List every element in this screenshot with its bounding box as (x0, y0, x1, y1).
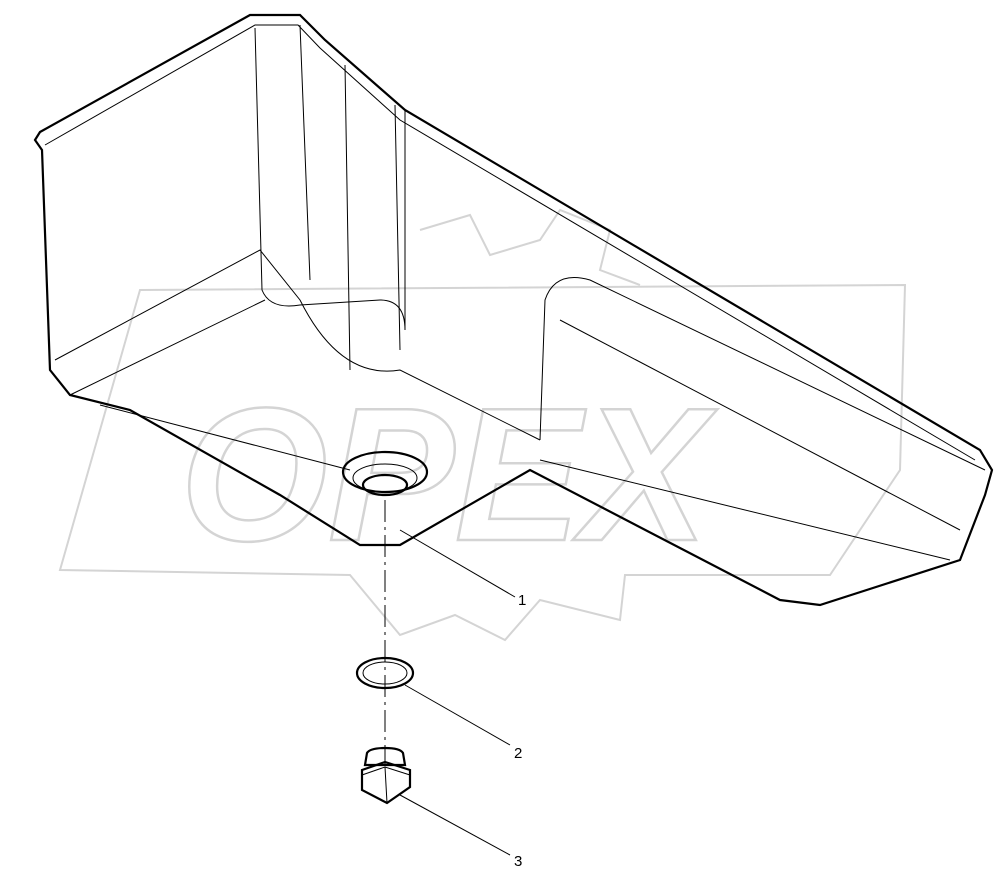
drain-plug (360, 746, 412, 805)
callout-label-3: 3 (514, 853, 522, 870)
callout-1: 1 (399, 529, 526, 609)
sealing-ring (355, 656, 415, 690)
oil-pan (33, 13, 994, 607)
callout-3: 3 (399, 794, 522, 870)
watermark-logo: OPEX (58, 208, 907, 642)
drain-port (341, 450, 429, 497)
callout-label-2: 2 (514, 745, 522, 762)
callout-2: 2 (404, 684, 522, 762)
callout-label-1: 1 (518, 592, 526, 609)
watermark-text: OPEX (180, 369, 718, 581)
